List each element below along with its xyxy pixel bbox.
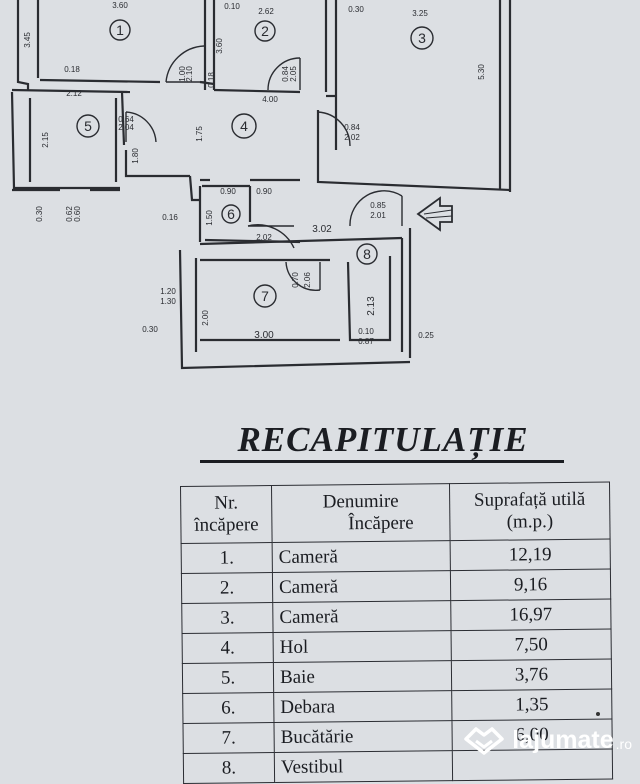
dimension-label: 4.00 xyxy=(262,95,278,104)
room-name-cell: Cameră xyxy=(272,600,452,633)
room-number: 1 xyxy=(116,22,124,38)
room-area-cell: 1,35 xyxy=(451,688,612,721)
room-area-cell: 7,50 xyxy=(451,628,612,661)
dimension-label: 1.50 xyxy=(205,210,214,226)
dimension-label: 2.10 xyxy=(185,66,194,82)
dimension-label: 2.13 xyxy=(366,296,377,316)
dimension-label: 3.45 xyxy=(23,32,32,48)
room-number: 6 xyxy=(227,206,235,222)
dimension-label: 0.85 xyxy=(370,201,386,210)
room-area-cell: 3,76 xyxy=(451,658,612,691)
room-number-cell: 1. xyxy=(181,542,273,574)
dimension-label: 0.30 xyxy=(142,325,158,334)
dimension-label: 1.30 xyxy=(160,297,176,306)
dimension-label: 0.70 xyxy=(291,272,300,288)
dimension-label: 2.05 xyxy=(289,66,298,82)
room-number-cell: 6. xyxy=(182,692,274,724)
dimension-label: 0.10 xyxy=(224,2,240,11)
dimension-label: 0.90 xyxy=(220,187,236,196)
room-number: 4 xyxy=(240,118,248,134)
dimension-label: 2.02 xyxy=(256,233,272,242)
room-number-cell: 4. xyxy=(182,632,274,664)
dimension-label: 0.60 xyxy=(73,206,82,222)
dimension-label: 3.02 xyxy=(312,224,332,235)
dimension-label: 0.10 xyxy=(358,327,374,336)
brand-name: lajumate xyxy=(512,725,614,754)
room-number: 3 xyxy=(418,30,426,46)
room-number-cell: 5. xyxy=(182,662,274,694)
room-area-cell: 12,19 xyxy=(450,538,611,571)
dimension-label: 2.04 xyxy=(118,123,134,132)
room-name-cell: Hol xyxy=(273,630,452,663)
dimension-label: 2.01 xyxy=(370,211,386,220)
dimension-label: 3.25 xyxy=(412,9,428,18)
handshake-icon xyxy=(464,727,504,755)
room-name-cell: Vestibul xyxy=(274,750,453,783)
dimension-label: 2.00 xyxy=(201,310,210,326)
floor-plan: 1 2 3 4 5 6 7 8 3.60 0.10 2.62 0.30 3.25… xyxy=(10,0,512,370)
dimension-label: 0.64 xyxy=(118,115,134,124)
room-number-cell: 2. xyxy=(181,572,273,604)
room-name-cell: Cameră xyxy=(272,540,451,573)
header-suprafata: Suprafață utilă(m.p.) xyxy=(449,482,611,541)
dimension-label: 1.00 xyxy=(178,66,187,82)
dimension-label: 1.80 xyxy=(131,148,140,164)
room-name-cell: Bucătărie xyxy=(273,720,453,753)
room-area-cell: 16,97 xyxy=(450,598,612,631)
dimension-label: 0.84 xyxy=(344,123,360,132)
dimension-label: 0.30 xyxy=(35,206,44,222)
room-number: 5 xyxy=(84,118,92,134)
ink-dot xyxy=(596,712,600,716)
dimension-label: 2.02 xyxy=(344,133,360,142)
room-number: 7 xyxy=(261,288,269,304)
header-nr: Nr.încăpere xyxy=(180,485,273,544)
watermark-logo: lajumate .ro xyxy=(462,722,632,758)
room-number: 2 xyxy=(261,23,269,39)
dimension-label: 0.18 xyxy=(207,72,216,88)
dimension-label: 1.20 xyxy=(160,287,176,296)
room-number-cell: 8. xyxy=(183,752,275,784)
room-name-cell: Baie xyxy=(273,660,452,693)
dimension-label: 0.62 xyxy=(65,206,74,222)
dimension-label: 3.60 xyxy=(112,1,128,10)
dimension-label: 2.06 xyxy=(303,272,312,288)
dimension-label: 3.00 xyxy=(254,330,274,341)
dimension-label: 0.84 xyxy=(281,66,290,82)
dimension-label: 0.16 xyxy=(162,213,178,222)
dimension-label: 0.90 xyxy=(256,187,272,196)
brand-tld: .ro xyxy=(615,736,632,752)
dimension-label: 2.12 xyxy=(66,89,82,98)
dimension-label: 3.60 xyxy=(215,38,224,54)
dimension-label: 5.30 xyxy=(477,64,486,80)
dimension-label: 0.25 xyxy=(418,331,434,340)
dimension-label: 0.30 xyxy=(348,5,364,14)
room-number-cell: 3. xyxy=(181,602,274,634)
recap-title: RECAPITULAȚIE xyxy=(237,420,529,459)
room-name-cell: Debara xyxy=(273,690,452,723)
room-number-cell: 7. xyxy=(182,722,275,754)
dimension-label: 1.75 xyxy=(195,126,204,142)
room-area-cell: 9,16 xyxy=(450,568,611,601)
dimension-label: 0.18 xyxy=(64,65,80,74)
dimension-label: 2.62 xyxy=(258,7,274,16)
dimension-label: 0.87 xyxy=(358,337,374,346)
room-name-cell: Cameră xyxy=(272,570,451,603)
dimension-label: 2.15 xyxy=(41,132,50,148)
title-underline xyxy=(200,460,564,463)
room-number: 8 xyxy=(363,246,371,262)
